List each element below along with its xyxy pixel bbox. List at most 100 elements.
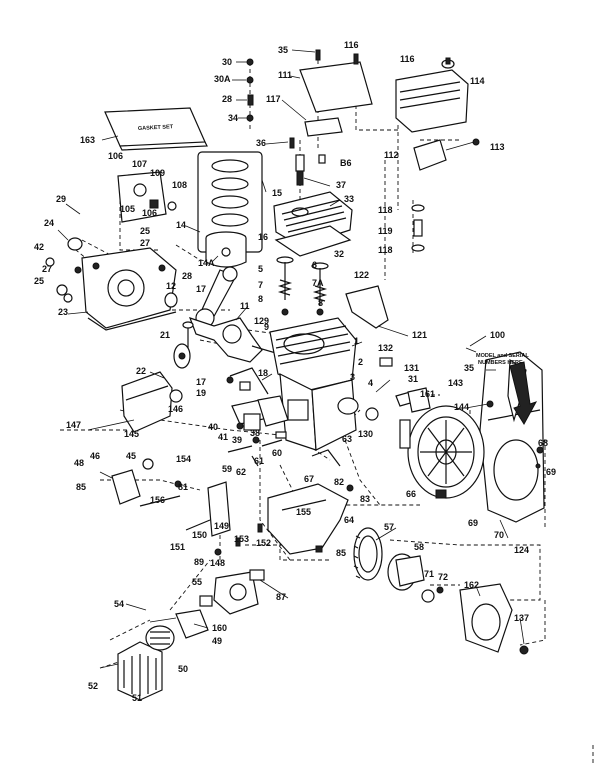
callout-71: 71 [424,569,434,579]
callout-24: 24 [44,218,54,228]
gasket-set-part: GASKET SET [104,107,208,151]
callout-130: 130 [358,429,373,439]
cylinder-block-part [269,317,357,451]
callout-156: 156 [150,495,165,505]
callout-12: 12 [166,281,176,291]
breather-plate-part [246,49,373,137]
callout-124: 124 [514,545,529,555]
callout-32: 32 [334,249,344,259]
callout-16: 16 [258,232,268,242]
callout-113: 113 [490,142,505,152]
callout-6: 6 [312,260,317,270]
starter-cup-part [353,527,383,581]
callout-81: 81 [178,482,188,492]
air-filter-part [99,609,209,701]
callout-85: 85 [76,482,86,492]
callout-45: 45 [126,451,136,461]
air-cleaner-part [87,371,183,433]
callout-72: 72 [438,572,448,582]
callout-40: 40 [208,422,218,432]
callout-36: 36 [256,138,266,148]
callout-163: 163 [80,135,95,145]
callout-60: 60 [272,448,282,458]
callout-15: 15 [272,188,282,198]
callout-106b: 106 [142,208,157,218]
callout-41: 41 [218,432,228,442]
callout-11: 11 [240,301,250,311]
callout-49: 49 [212,636,222,646]
callout-35: 35 [278,45,288,55]
callout-119: 119 [378,226,393,236]
callout-54: 54 [114,599,124,609]
callout-57: 57 [384,522,394,532]
callout-146: 146 [168,404,183,414]
callout-B6: B6 [340,158,352,168]
callout-34: 34 [228,113,238,123]
callout-161: 161 [420,389,435,399]
callout-131: 131 [404,363,419,373]
serial-number-note: MODEL and SERIAL NUMBERS HERE [465,347,538,425]
oil-seals-part [45,237,178,308]
callout-160: 160 [212,623,227,633]
callout-28b: 28 [182,271,192,281]
callout-17: 17 [196,284,206,294]
callout-144: 144 [454,402,469,412]
serial-note-line1: MODEL and SERIAL [476,353,529,359]
callout-112: 112 [384,150,399,160]
piston-rings-part [197,151,263,253]
callout-151: 151 [170,542,185,552]
governor-parts [117,171,177,223]
governor-lever-part [226,367,269,395]
tank-bracket-part [139,480,182,507]
connecting-rod-part [195,266,238,328]
callout-66: 66 [406,489,416,499]
callout-62: 62 [236,467,246,477]
callout-35b: 35 [464,363,474,373]
cylinder-shroud-part [267,483,349,555]
callout-19: 19 [196,388,206,398]
rewind-starter-part [459,583,529,655]
callout-118: 118 [378,205,393,215]
callout-59: 59 [222,464,232,474]
muffler-bracket-part [413,138,480,171]
callout-3: 3 [350,372,355,382]
callout-25: 25 [140,226,150,236]
callout-89: 89 [194,557,204,567]
callout-50: 50 [178,664,188,674]
callout-111: 111 [278,70,292,80]
callout-46: 46 [90,451,100,461]
callout-137: 137 [514,613,529,623]
callout-106: 106 [108,151,123,161]
callout-1: 1 [354,336,359,346]
callout-105: 105 [120,204,135,214]
piston-part [205,231,247,268]
callout-18: 18 [258,368,268,378]
callout-83: 83 [360,494,370,504]
callout-63: 63 [342,434,352,444]
callout-118b: 118 [378,245,393,255]
linkage-parts [227,436,283,467]
callout-51: 51 [132,693,142,703]
callout-17b: 17 [196,377,206,387]
callout-55: 55 [192,577,202,587]
cylinder-head-part [273,191,353,257]
carburetor-bracket-part [185,481,263,556]
callout-149: 149 [214,521,229,531]
crankcase-cover-part [81,247,177,331]
air-guide-part [311,449,354,492]
callout-39: 39 [232,435,242,445]
callout-132: 132 [378,343,393,353]
callout-116b: 116 [400,54,415,64]
callout-82: 82 [334,477,344,487]
callout-68: 68 [538,438,548,448]
callout-162: 162 [464,580,479,590]
callout-100: 100 [490,330,505,340]
callout-143: 143 [448,378,463,388]
callout-87: 87 [276,592,286,602]
callout-61: 61 [254,456,264,466]
leader-lines [57,49,525,645]
crankshaft-part [188,317,287,363]
callout-108: 108 [172,180,187,190]
callout-27b: 27 [42,264,52,274]
